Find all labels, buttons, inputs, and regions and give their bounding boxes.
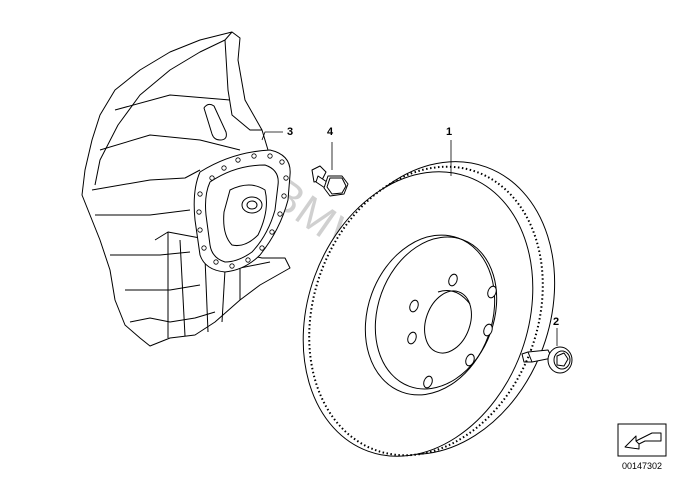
leader-lines: [261, 131, 558, 346]
arrow-icon: [624, 432, 662, 450]
splash-shield: [81, 31, 291, 347]
brake-disc: [302, 161, 556, 457]
screw-part-2: [521, 346, 573, 374]
callout-3: 3: [287, 126, 293, 138]
hex-bolt-part-4: [311, 165, 349, 197]
callout-1: 1: [446, 126, 452, 138]
callout-2: 2: [553, 316, 559, 328]
diagram-id: 00147302: [622, 461, 662, 471]
callout-4: 4: [327, 126, 334, 138]
diagram-badge: 00147302: [617, 423, 667, 471]
